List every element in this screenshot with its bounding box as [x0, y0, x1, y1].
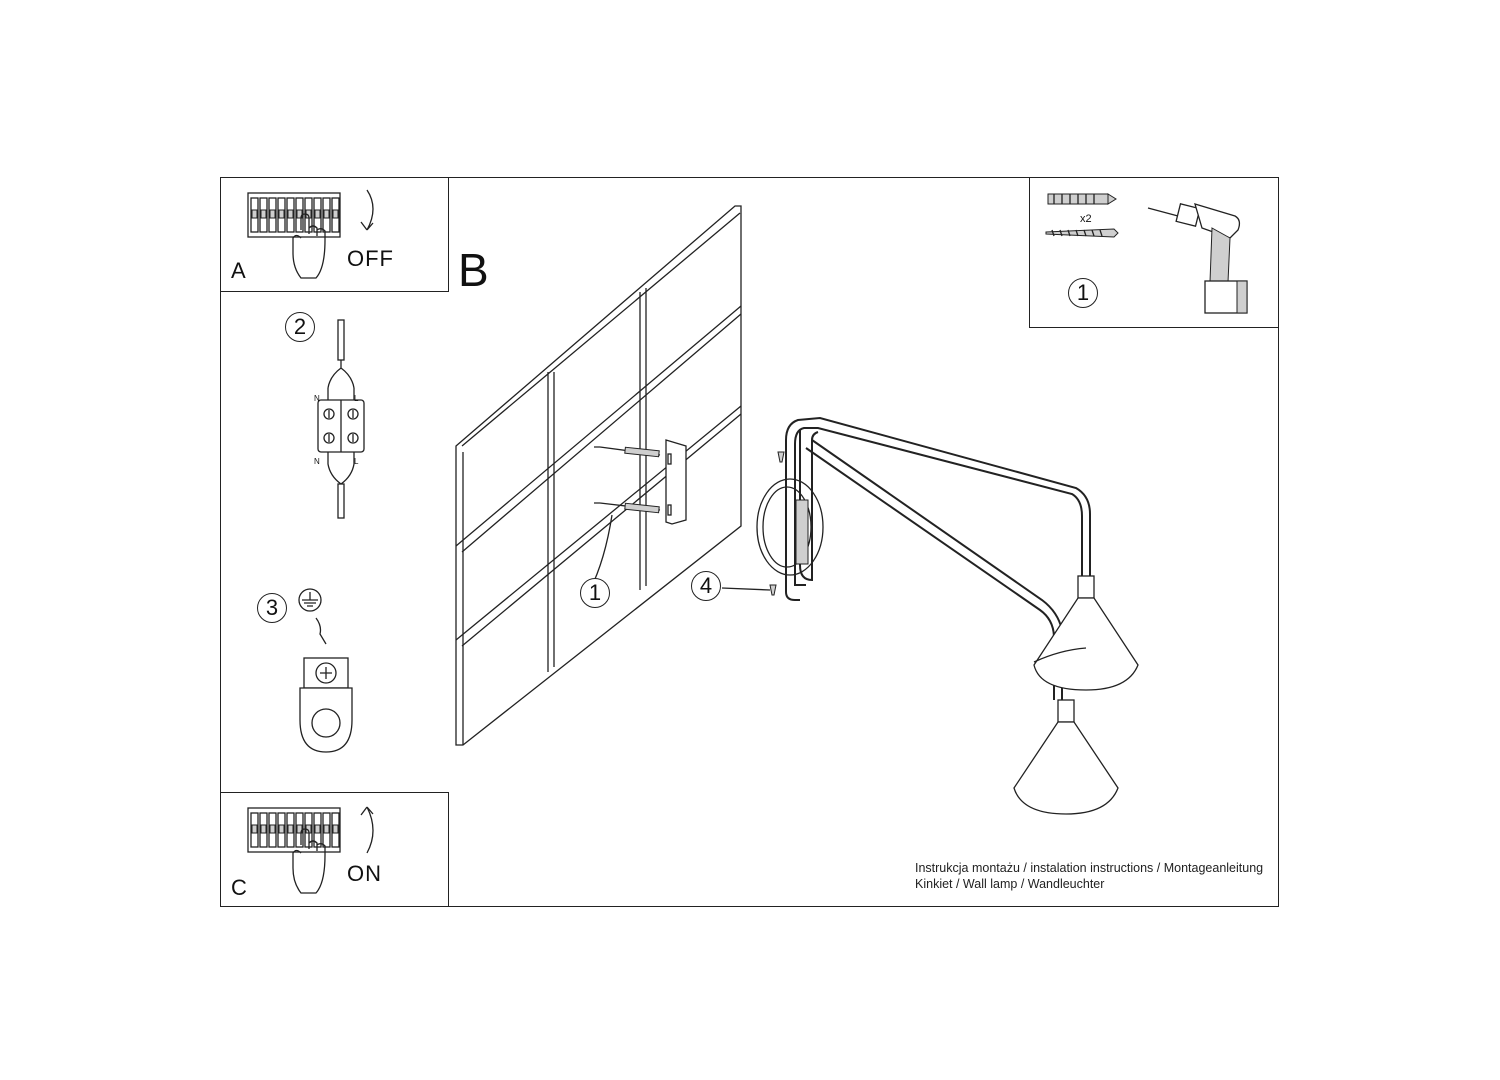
step-3-badge: 3	[257, 593, 287, 623]
step-1-callout: 1	[580, 578, 610, 608]
live-label-top: L	[354, 394, 359, 403]
step-4-callout: 4	[691, 571, 721, 601]
panel-a-label: A	[231, 258, 246, 283]
wire-connector-icon	[317, 319, 365, 519]
footer-caption: Instrukcja montażu / instalation instruc…	[915, 860, 1263, 892]
neutral-label-top: N	[314, 394, 320, 403]
circuit-breaker-icon	[247, 806, 374, 894]
instruction-sheet-frame	[220, 177, 1279, 907]
panel-c-switch-on: C ON	[220, 792, 449, 907]
tools-box: x2 1	[1029, 177, 1279, 328]
step-2-badge: 2	[285, 312, 315, 342]
circuit-breaker-icon	[247, 189, 374, 279]
live-label-bottom: L	[354, 457, 359, 466]
wall-plug-icon	[1047, 193, 1117, 205]
panel-c-label: C	[231, 875, 247, 900]
screw-icon	[1045, 228, 1119, 238]
off-label: OFF	[347, 246, 394, 271]
anchor-count-label: x2	[1080, 213, 1092, 225]
drill-icon	[1147, 203, 1248, 314]
ground-terminal-icon	[298, 588, 353, 753]
on-label: ON	[347, 861, 382, 886]
footer-line-1: Instrukcja montażu / instalation instruc…	[915, 861, 1264, 875]
step-1-badge: 1	[1068, 278, 1098, 308]
panel-b-label: B	[458, 244, 489, 296]
panel-a-switch-off: A OFF	[220, 177, 449, 292]
footer-line-2: Kinkiet / Wall lamp / Wandleuchter	[915, 877, 1105, 891]
neutral-label-bottom: N	[314, 457, 320, 466]
